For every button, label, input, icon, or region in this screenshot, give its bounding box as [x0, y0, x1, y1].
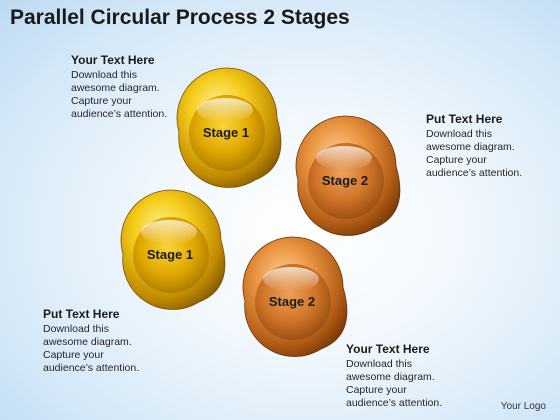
- stage-label: Stage 1: [203, 125, 249, 140]
- stage-node-4: Stage 2: [242, 236, 348, 357]
- text-block-bottom-left: Put Text Here Download this awesome diag…: [43, 307, 178, 375]
- text-block-line: Download this: [43, 323, 109, 335]
- text-block-line: Capture your: [43, 349, 104, 361]
- text-block-line: Capture your: [71, 95, 132, 107]
- text-block-heading: Put Text Here: [43, 307, 120, 321]
- text-block-line: audience’s attention.: [346, 397, 443, 409]
- text-block-heading: Your Text Here: [71, 53, 155, 67]
- text-block-line: Capture your: [346, 384, 407, 396]
- text-block-line: Download this: [346, 358, 412, 370]
- stage-label: Stage 2: [322, 173, 368, 188]
- text-block-line: audience’s attention.: [43, 362, 140, 374]
- text-block-line: Download this: [426, 128, 492, 140]
- text-block-line: awesome diagram.: [43, 336, 132, 348]
- text-block-line: audience’s attention.: [426, 167, 523, 179]
- text-block-line: Download this: [71, 69, 137, 81]
- stage-label: Stage 2: [269, 294, 315, 309]
- stage-node-shine: [263, 267, 319, 291]
- stage-node-3: Stage 1: [120, 189, 226, 310]
- stage-node-shine: [316, 146, 372, 170]
- text-block-line: awesome diagram.: [71, 82, 160, 94]
- stage-node-shine: [197, 98, 253, 122]
- text-block-bottom-right: Your Text Here Download this awesome dia…: [346, 342, 481, 410]
- text-block-heading: Your Text Here: [346, 342, 430, 356]
- text-block-line: awesome diagram.: [426, 141, 515, 153]
- text-block-line: Capture your: [426, 154, 487, 166]
- stage-node-2: Stage 2: [295, 115, 401, 236]
- slide-title: Parallel Circular Process 2 Stages: [10, 6, 350, 29]
- stage-label: Stage 1: [147, 247, 193, 262]
- stage-node-1: Stage 1: [176, 67, 282, 188]
- text-block-right: Put Text Here Download this awesome diag…: [426, 112, 560, 180]
- text-block-heading: Put Text Here: [426, 112, 503, 126]
- text-block-line: audience’s attention.: [71, 108, 168, 120]
- text-block-top-left: Your Text Here Download this awesome dia…: [71, 53, 206, 121]
- text-block-line: awesome diagram.: [346, 371, 435, 383]
- stage-node-shine: [141, 220, 197, 244]
- logo-text: Your Logo: [500, 401, 546, 412]
